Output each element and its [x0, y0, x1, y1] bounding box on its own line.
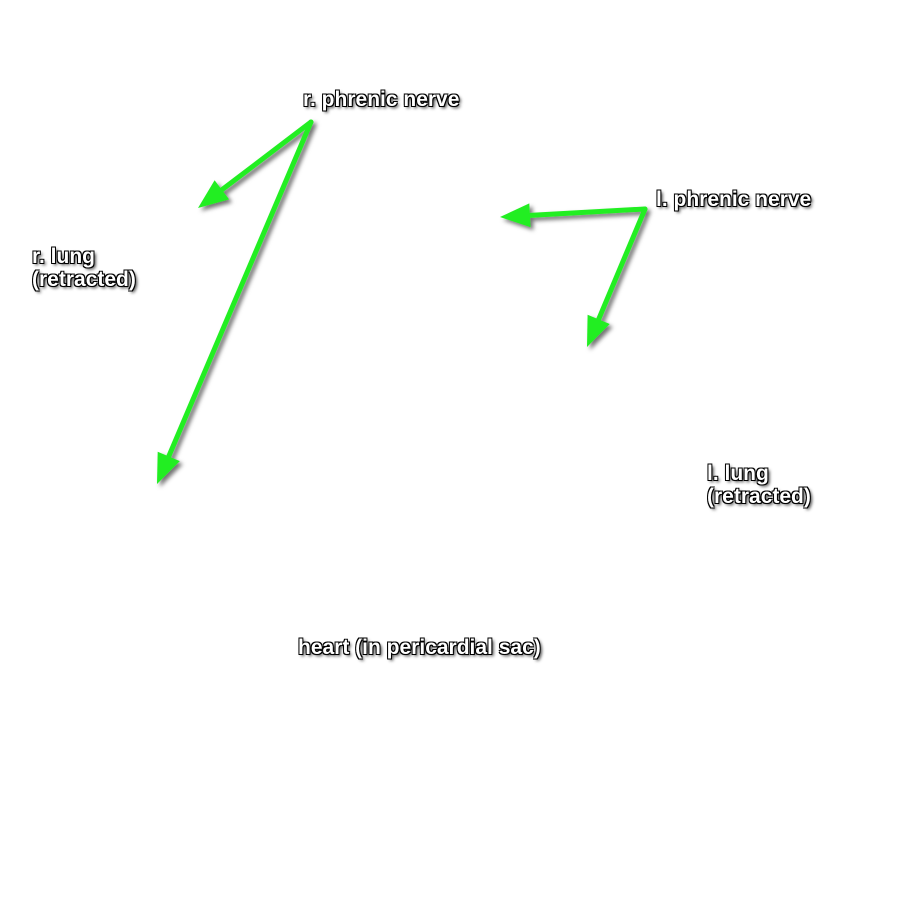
r-phrenic-arrow-lower [157, 119, 314, 484]
l-lung-label: l. lung (retracted) [707, 462, 811, 508]
r-phrenic-arrow-upper-shaft [217, 119, 314, 194]
r-phrenic-nerve-text: r. phrenic nerve [303, 88, 460, 111]
l-phrenic-arrow-left [500, 203, 648, 228]
l-lung-text: l. lung [707, 462, 769, 485]
l-phrenic-arrow-left-head [500, 203, 531, 228]
r-lung-text: r. lung [32, 245, 95, 268]
r-phrenic-arrow-upper [198, 119, 314, 208]
r-phrenic-arrow-lower-head [157, 451, 180, 484]
l-phrenic-arrow-left-shaft [525, 206, 648, 218]
r-phrenic-arrow-lower-shaft [165, 119, 314, 461]
l-lung-retracted-text: (retracted) [707, 485, 811, 508]
r-lung-label: r. lung (retracted) [32, 245, 136, 291]
l-phrenic-nerve-label: l. phrenic nerve [656, 188, 811, 211]
l-phrenic-arrow-lower [587, 206, 648, 347]
heart-text: heart (in pericardial sac) [298, 636, 541, 659]
heart-label: heart (in pericardial sac) [298, 636, 541, 659]
r-phrenic-arrow-upper-head [198, 180, 230, 208]
r-lung-retracted-text: (retracted) [32, 268, 136, 291]
l-phrenic-arrow-lower-shaft [595, 206, 648, 324]
r-phrenic-nerve-label: r. phrenic nerve [303, 88, 459, 111]
l-phrenic-nerve-text: l. phrenic nerve [656, 188, 812, 211]
l-phrenic-arrow-lower-head [587, 314, 610, 347]
